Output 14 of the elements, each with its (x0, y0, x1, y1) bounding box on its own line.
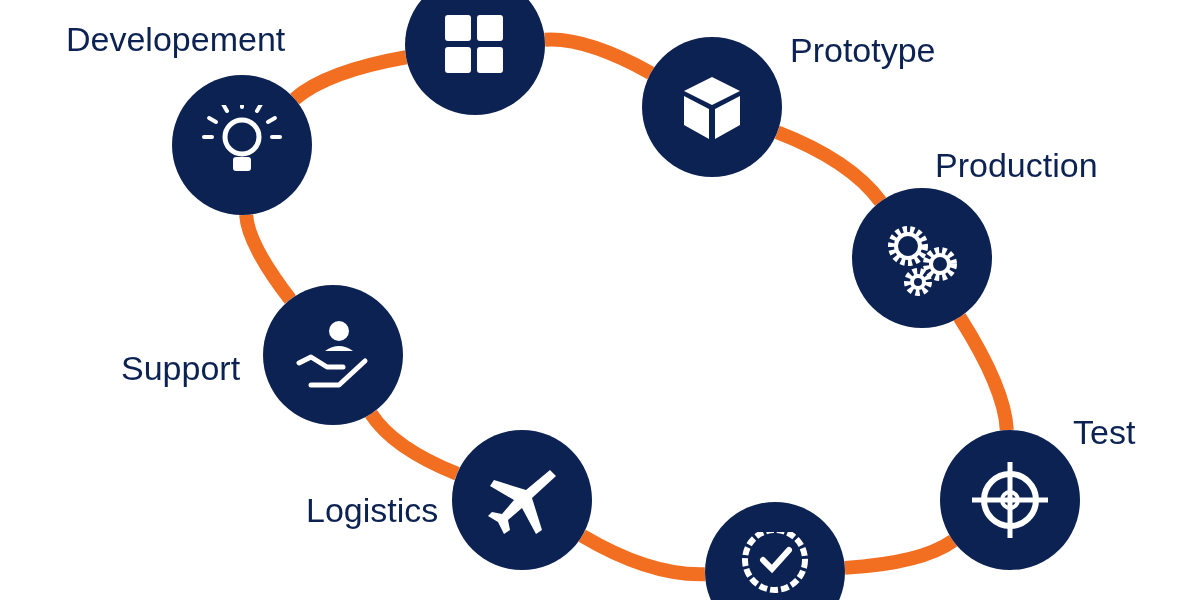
loop-connector (365, 409, 460, 481)
loop-connector (239, 214, 296, 304)
loop-connector (544, 32, 655, 80)
step-label: Production (935, 148, 1098, 182)
step-label: Logistics (306, 493, 439, 527)
loop-connector (578, 529, 706, 582)
loop-connector (290, 50, 408, 105)
loop-connector (774, 125, 887, 206)
step-label: Test (1073, 415, 1136, 449)
loop-connector (953, 313, 1014, 431)
step-label: Prototype (790, 33, 936, 67)
loop-connector (844, 534, 957, 575)
step-label: Developement (66, 22, 286, 56)
step-label: Support (121, 351, 241, 385)
